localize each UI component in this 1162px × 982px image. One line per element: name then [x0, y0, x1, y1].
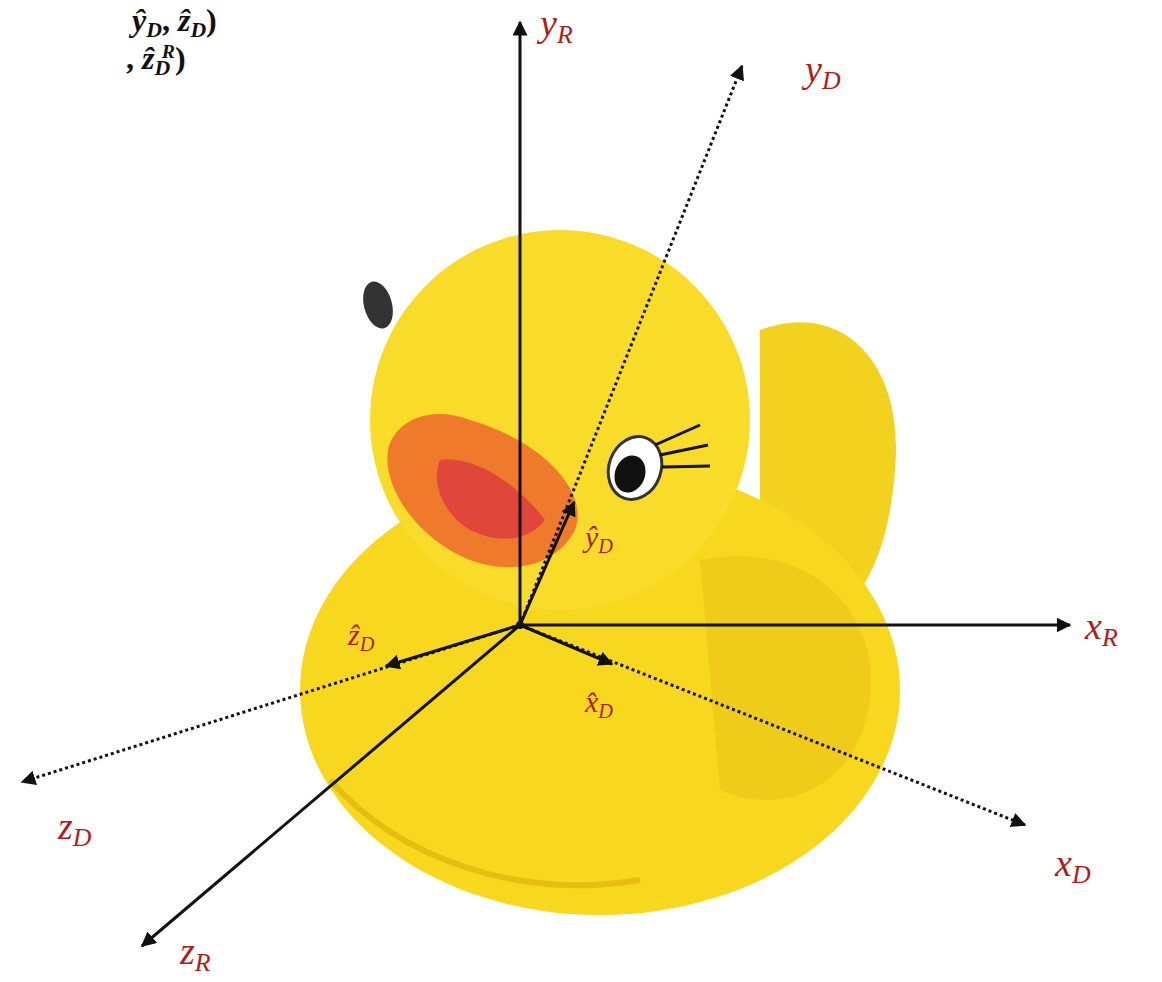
duck-lashes	[655, 425, 710, 467]
axis-label: zD	[58, 805, 91, 849]
axis-xr	[520, 624, 1070, 627]
axis-yr	[519, 22, 522, 625]
axis-xd	[520, 625, 1025, 825]
axis-label: xD	[1055, 842, 1091, 886]
axis-label: ŷD, ẑD)	[132, 2, 217, 39]
axis-label: , ẑDR)	[126, 40, 186, 77]
duck-wing	[700, 556, 871, 800]
axis-label: x̂D	[585, 685, 613, 720]
axis-zr	[142, 625, 520, 946]
axis-label: yR	[540, 2, 573, 46]
axis-label: yD	[805, 48, 841, 92]
origin-dot	[516, 621, 524, 629]
duck-pupil	[609, 451, 650, 497]
axis-label: zR	[180, 930, 211, 974]
axis-yd	[520, 66, 742, 625]
duck-far-eye	[358, 278, 397, 332]
axis-label: ŷD	[585, 520, 613, 555]
unit-vector-y	[520, 502, 574, 625]
axes	[22, 22, 1070, 946]
duck-beak	[387, 414, 577, 567]
axis-label: ẑD	[348, 618, 374, 653]
axis-label: xR	[1085, 605, 1118, 649]
duck-mouth	[437, 459, 545, 538]
unit-vector-z	[386, 625, 520, 666]
duck-eye	[600, 429, 671, 507]
duck-shade	[330, 780, 640, 885]
duck-head	[370, 230, 750, 610]
rubber-duck	[300, 230, 900, 915]
axis-zd	[22, 625, 520, 782]
unit-vector-x	[520, 625, 612, 664]
